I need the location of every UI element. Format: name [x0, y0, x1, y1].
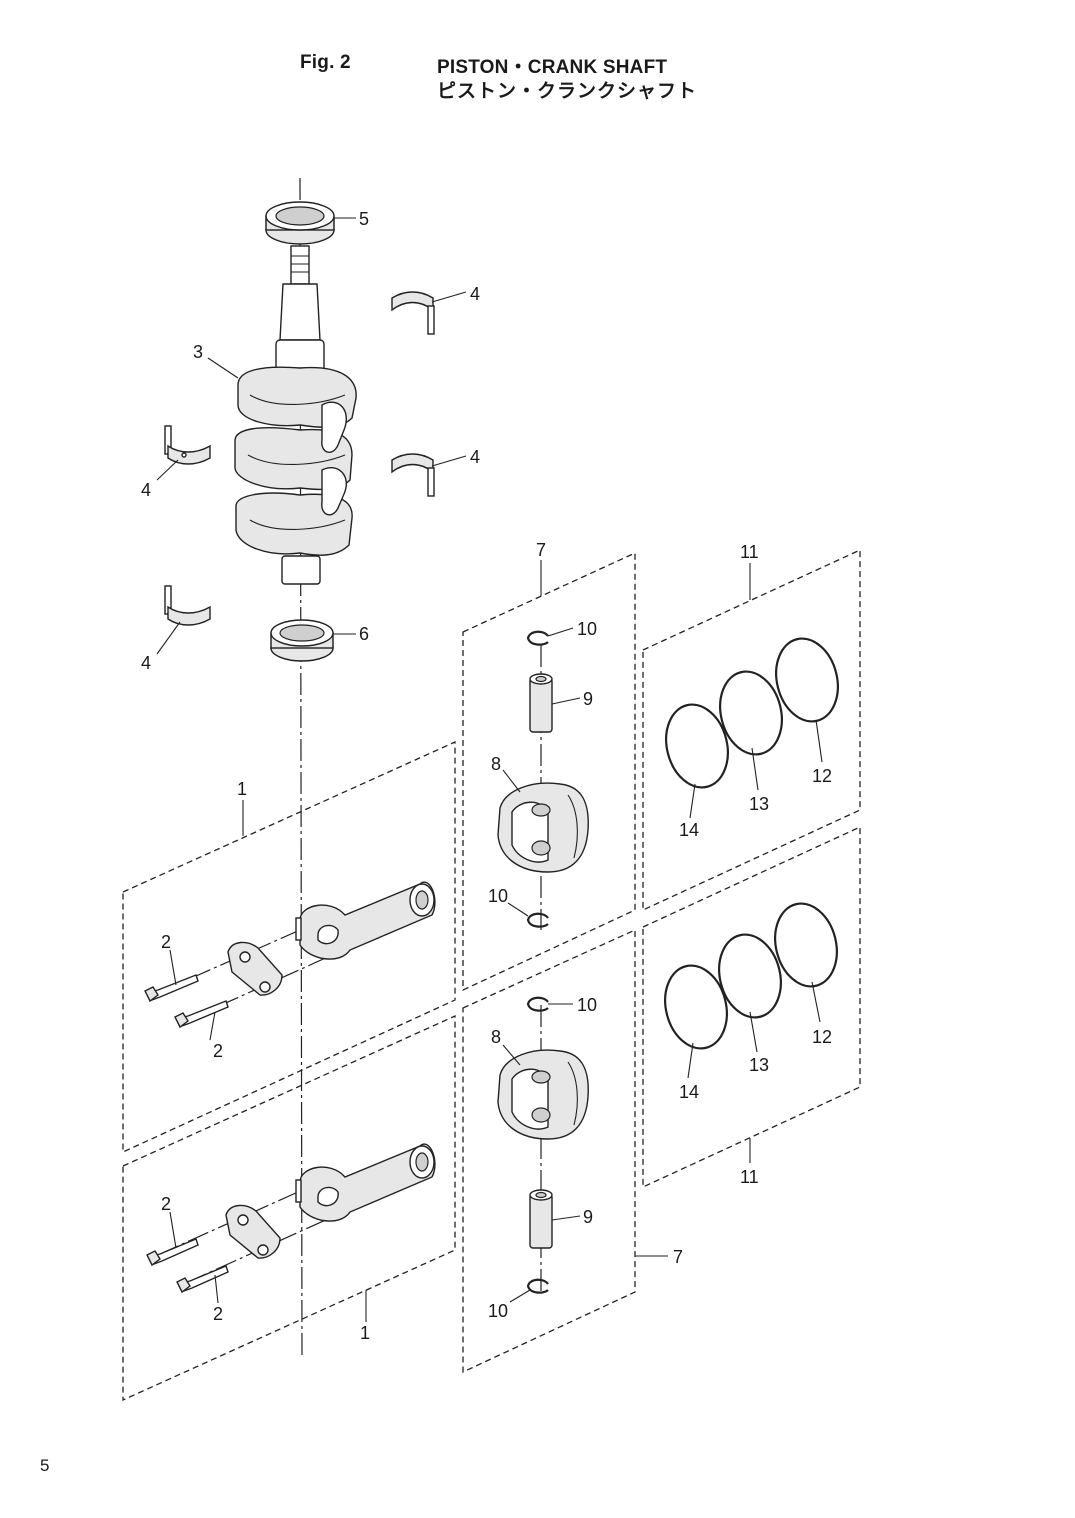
callout-4-a: 4 — [470, 284, 480, 304]
callout-11-upper: 11 — [740, 542, 759, 562]
piston-ring-set-upper — [665, 637, 839, 789]
callout-5: 5 — [359, 209, 369, 229]
circlip-upper-bottom — [526, 912, 549, 928]
callout-2-a: 2 — [161, 932, 171, 952]
bearing-shell-3 — [164, 425, 211, 465]
group-frame-conrod-upper — [122, 740, 456, 1154]
figure-title-en: PISTON・CRANK SHAFT — [437, 57, 668, 78]
callout-12-lower: 12 — [812, 1027, 832, 1047]
callout-4-b: 4 — [470, 447, 480, 467]
callout-1-lower: 1 — [360, 1323, 370, 1343]
callout-12-upper: 12 — [812, 766, 832, 786]
piston-upper — [497, 782, 589, 873]
group-frame-piston-lower — [462, 928, 636, 1374]
oil-seal-upper — [265, 201, 335, 245]
figure-title-jp: ピストン・クランクシャフト — [437, 80, 698, 102]
group-frame-conrod-lower — [122, 1014, 456, 1402]
callout-4-d: 4 — [141, 653, 151, 673]
piston-ring-set-lower — [664, 902, 838, 1050]
rod-bolt-lower-1 — [146, 1238, 199, 1267]
crankshaft-centerline — [299, 177, 303, 1359]
callout-3: 3 — [193, 342, 203, 362]
callout-14-lower: 14 — [679, 1082, 699, 1102]
piston-lower — [497, 1049, 589, 1140]
group-frame-rings-lower — [642, 825, 861, 1189]
callout-4-c: 4 — [141, 480, 151, 500]
callout-11-lower: 11 — [740, 1167, 759, 1187]
rod-cap-lower — [225, 1204, 281, 1259]
piston-pin-upper — [529, 673, 553, 733]
piston-pin-lower — [529, 1189, 553, 1249]
callout-8-upper: 8 — [491, 754, 501, 774]
bearing-shell-1 — [391, 291, 435, 335]
callout-13-lower: 13 — [749, 1055, 769, 1075]
callout-10-a: 10 — [577, 619, 597, 639]
callout-9-upper: 9 — [583, 689, 593, 709]
callout-9-lower: 9 — [583, 1207, 593, 1227]
connecting-rod-lower — [295, 1143, 436, 1222]
leader-lines — [156, 217, 823, 1322]
callout-10-b: 10 — [488, 886, 508, 906]
callout-14-upper: 14 — [679, 820, 699, 840]
bearing-shell-4 — [164, 585, 211, 626]
callout-8-lower: 8 — [491, 1027, 501, 1047]
circlip-lower-top — [526, 996, 549, 1012]
callout-2-b: 2 — [213, 1041, 223, 1061]
group-frame-piston-upper — [462, 551, 636, 992]
connecting-rod-upper — [295, 881, 436, 960]
callout-10-d: 10 — [488, 1301, 508, 1321]
callout-1-upper: 1 — [237, 779, 247, 799]
callout-2-d: 2 — [213, 1304, 223, 1324]
rod-cap-upper — [227, 941, 283, 996]
callout-7-lower: 7 — [673, 1247, 683, 1267]
rod-bolt-upper-1 — [144, 974, 199, 1003]
page-number: 5 — [40, 1456, 50, 1475]
rod-bolt-upper-2 — [174, 1000, 229, 1029]
group-frame-rings-upper — [642, 548, 861, 912]
callout-labels: 5 4 3 4 4 4 6 1 2 2 2 2 1 7 10 9 8 10 10… — [141, 209, 832, 1343]
callout-13-upper: 13 — [749, 794, 769, 814]
oil-seal-lower — [270, 619, 334, 662]
callout-10-c: 10 — [577, 995, 597, 1015]
callout-6: 6 — [359, 624, 369, 644]
callout-7-upper: 7 — [536, 540, 546, 560]
bearing-shell-2 — [391, 453, 435, 497]
crankshaft — [234, 245, 357, 585]
rod-bolt-lower-2 — [176, 1265, 229, 1294]
figure-label: Fig. 2 — [300, 52, 351, 73]
callout-2-c: 2 — [161, 1194, 171, 1214]
circlip-upper-top — [526, 630, 549, 646]
circlip-lower-bottom — [526, 1278, 549, 1294]
